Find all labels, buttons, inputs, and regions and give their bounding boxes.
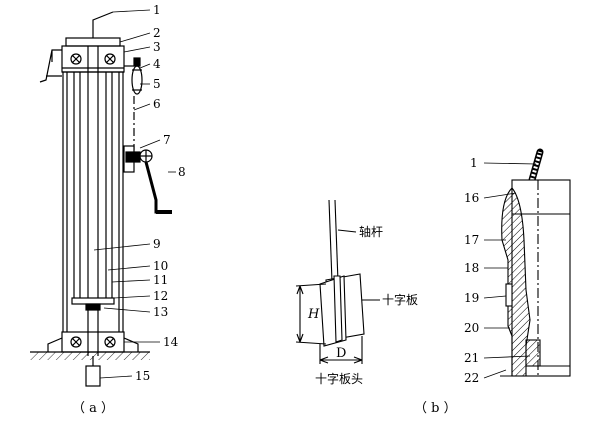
vane-label: 十字板 (382, 292, 418, 307)
callout-2: 2 (153, 26, 161, 40)
callout-3: 3 (153, 40, 161, 54)
panel-a-callout-numbers: 1 2 3 4 5 6 7 8 9 10 11 12 13 14 15 (135, 3, 186, 383)
callout-9: 9 (153, 237, 161, 251)
callout-13: 13 (153, 305, 168, 319)
caption-b: （ b ） (414, 401, 457, 416)
callout-6: 6 (153, 97, 161, 111)
callout-16: 16 (464, 191, 479, 205)
cable (92, 11, 114, 38)
callout-15: 15 (135, 369, 150, 383)
panel-c-section (500, 148, 571, 377)
callout-17: 17 (464, 233, 479, 247)
callout-19: 19 (464, 291, 479, 305)
diameter-symbol: D (336, 346, 346, 361)
shaft-label: 轴杆 (359, 224, 383, 239)
height-symbol: H (307, 307, 320, 322)
callout-14: 14 (163, 335, 179, 349)
callout-4: 4 (153, 57, 161, 71)
callout-5: 5 (153, 77, 161, 91)
caption-a: （ a ） (72, 401, 114, 416)
callout-8: 8 (178, 165, 186, 179)
panel-a-apparatus (30, 11, 172, 387)
callout-7: 7 (163, 133, 171, 147)
panel-b-vane (295, 199, 380, 364)
panel-c-leaders (483, 162, 537, 379)
callout-c-1: 1 (470, 156, 478, 170)
panel-c-callout-numbers: 1 16 17 18 19 20 21 22 (464, 156, 479, 385)
callout-1: 1 (153, 3, 161, 17)
shaft (328, 199, 333, 283)
callout-11: 11 (153, 273, 168, 287)
callout-10: 10 (153, 259, 168, 273)
callout-20: 20 (464, 321, 479, 335)
panel-b-labels: 轴杆 十字板 十字板头 H D (307, 224, 418, 386)
callout-21: 21 (464, 351, 479, 365)
callout-12: 12 (153, 289, 168, 303)
callout-22: 22 (464, 371, 479, 385)
callout-18: 18 (464, 261, 479, 275)
top-plate (65, 37, 121, 47)
head-label: 十字板头 (315, 371, 363, 386)
panel-a-leaders (93, 9, 176, 379)
